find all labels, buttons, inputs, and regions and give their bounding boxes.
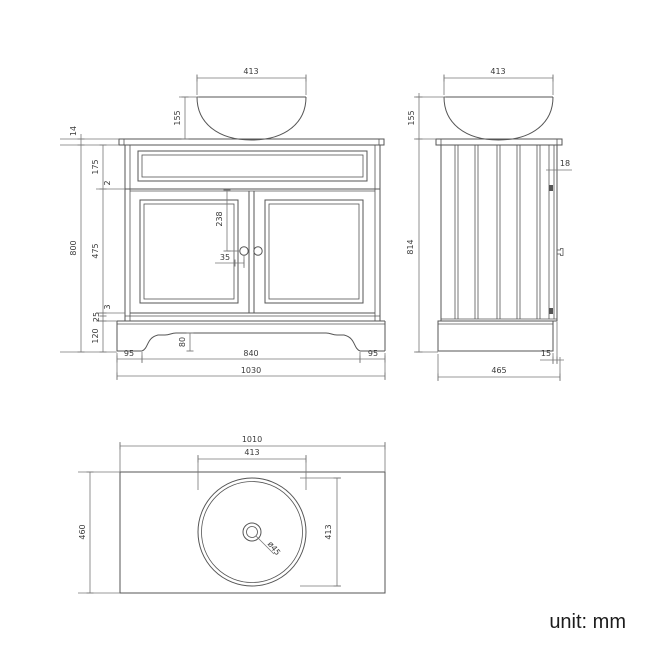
dim-front-basin-width: 413 (243, 67, 258, 76)
dim-side-plinth-recess: 15 (541, 349, 551, 358)
plan-waste-hole (242, 522, 275, 555)
side-panel-slats (440, 144, 564, 322)
dim-side-overall-height: 814 (406, 239, 415, 254)
front-basin (196, 96, 307, 141)
dim-front-plinth-height: 120 (91, 328, 100, 343)
dim-side-basin-width: 413 (490, 67, 505, 76)
side-view-dimensions: 413 155 814 18 15 465 (406, 67, 572, 381)
dim-front-overall-width: 1030 (241, 366, 261, 375)
dim-side-overall-depth: 465 (491, 366, 506, 375)
side-door-knob (557, 248, 564, 256)
dim-front-handle-drop: 238 (215, 211, 224, 226)
dim-front-bottom-rail-height: 25 (92, 312, 101, 322)
dim-plan-basin-depth: 413 (324, 524, 333, 539)
unit-label: unit: mm (549, 611, 626, 633)
plan-view (119, 471, 386, 594)
side-view (435, 96, 564, 352)
dim-plan-worktop-depth: 460 (78, 524, 87, 539)
front-view (116, 96, 386, 352)
dim-front-door-height: 475 (91, 243, 100, 258)
front-cabinet-body (124, 144, 381, 322)
dim-front-countertop-thickness: 14 (69, 126, 78, 136)
dim-front-cutout-width: 840 (243, 349, 258, 358)
plan-worktop (119, 471, 386, 594)
bottom-hinge-mark (549, 308, 553, 314)
front-plinth (116, 320, 386, 352)
front-doors (125, 191, 380, 317)
dim-side-basin-height: 155 (407, 110, 416, 125)
front-view-dimensions: 413 155 14 800 175 2 475 3 25 120 238 35… (60, 67, 386, 380)
dim-front-handle-inset: 35 (220, 253, 230, 262)
dim-front-top-frame-height: 175 (91, 159, 100, 174)
side-plinth (437, 320, 554, 352)
top-hinge-mark (549, 185, 553, 191)
plinth-cutout (141, 332, 361, 352)
dim-front-right-foot-width: 95 (368, 349, 378, 358)
dim-front-overall-height: 800 (69, 240, 78, 255)
dim-front-basin-height: 155 (173, 110, 182, 125)
front-top-panel (137, 150, 368, 182)
side-basin (443, 96, 554, 141)
dim-plan-worktop-width: 1010 (242, 435, 262, 444)
plan-basin (197, 477, 307, 587)
left-door-knob (239, 246, 249, 256)
dim-front-left-foot-width: 95 (124, 349, 134, 358)
dim-front-bottom-gap: 3 (103, 304, 112, 309)
right-door-knob (253, 246, 263, 256)
dim-side-panel-thickness: 18 (560, 159, 570, 168)
dim-front-top-gap: 2 (103, 180, 112, 185)
plan-view-dimensions: 1010 413 460 413 ø45 (78, 435, 386, 594)
dim-plan-basin-width: 413 (244, 448, 259, 457)
dim-front-plinth-cutout-height: 80 (178, 337, 187, 347)
